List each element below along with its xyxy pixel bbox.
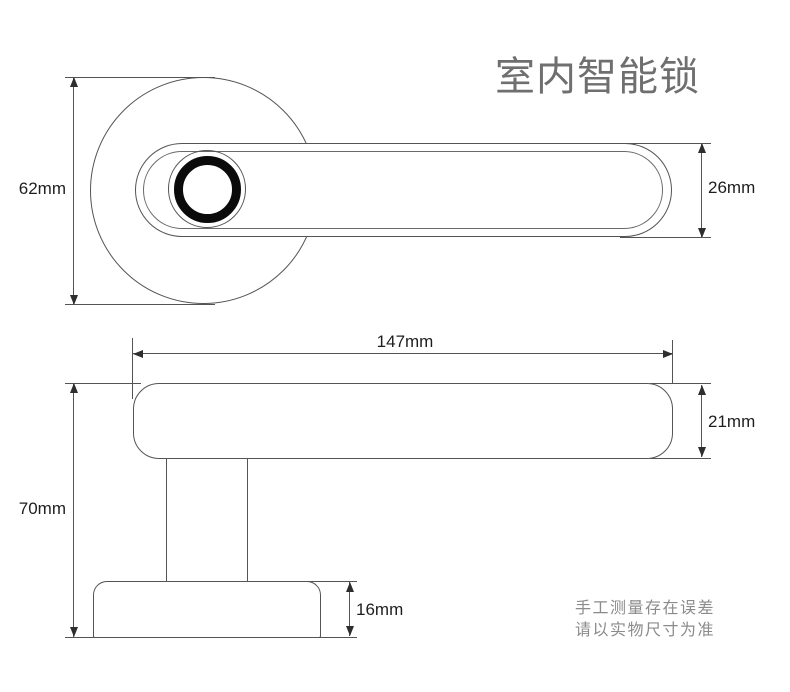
dimension-line bbox=[133, 353, 673, 354]
extension-line bbox=[620, 143, 711, 144]
dimension-label: 147mm bbox=[376, 332, 434, 351]
handle-inner-outline bbox=[143, 151, 663, 229]
stem-right-edge bbox=[247, 459, 248, 581]
arrowhead-left-icon bbox=[133, 350, 143, 358]
dimension-label: 21mm bbox=[708, 412, 756, 431]
extension-line bbox=[300, 581, 357, 582]
disclaimer-line-2: 请以实物尺寸为准 bbox=[575, 622, 716, 639]
dimension-label: 62mm bbox=[18, 179, 66, 198]
arrowhead-down-icon bbox=[70, 295, 78, 305]
dimension-line bbox=[701, 143, 702, 238]
fingerprint-bezel-circle bbox=[168, 150, 246, 228]
extension-line bbox=[620, 237, 711, 238]
dimension-label: 16mm bbox=[356, 600, 404, 619]
arrowhead-down-icon bbox=[346, 626, 354, 636]
dimension-line bbox=[701, 385, 702, 457]
base-outline bbox=[93, 581, 321, 638]
stem-left-edge bbox=[166, 459, 167, 581]
arrowhead-down-icon bbox=[698, 447, 706, 457]
extension-line bbox=[65, 304, 215, 305]
arrowhead-down-icon bbox=[698, 228, 706, 238]
arrowhead-up-icon bbox=[70, 77, 78, 87]
dimension-line bbox=[349, 582, 350, 636]
arrowhead-up-icon bbox=[698, 385, 706, 395]
extension-line bbox=[650, 458, 711, 459]
extension-line bbox=[65, 383, 141, 384]
extension-line bbox=[65, 77, 215, 78]
arrowhead-up-icon bbox=[698, 143, 706, 153]
dimension-label: 26mm bbox=[708, 178, 756, 197]
extension-line bbox=[132, 338, 133, 399]
fingerprint-ring bbox=[174, 156, 241, 223]
extension-line bbox=[650, 383, 711, 384]
page-title: 室内智能锁 bbox=[495, 55, 700, 99]
arrowhead-down-icon bbox=[70, 627, 78, 637]
dimension-line bbox=[73, 383, 74, 637]
handle-profile-outline bbox=[133, 383, 673, 459]
arrowhead-up-icon bbox=[346, 582, 354, 592]
arrowhead-right-icon bbox=[663, 350, 673, 358]
extension-line bbox=[672, 340, 673, 384]
disclaimer-line-1: 手工测量存在误差 bbox=[575, 600, 716, 617]
measurement-disclaimer: 手工测量存在误差 请以实物尺寸为准 bbox=[575, 598, 735, 642]
dimension-label: 70mm bbox=[18, 499, 66, 518]
arrowhead-up-icon bbox=[70, 383, 78, 393]
dimension-line bbox=[73, 77, 74, 305]
extension-line bbox=[65, 637, 357, 638]
